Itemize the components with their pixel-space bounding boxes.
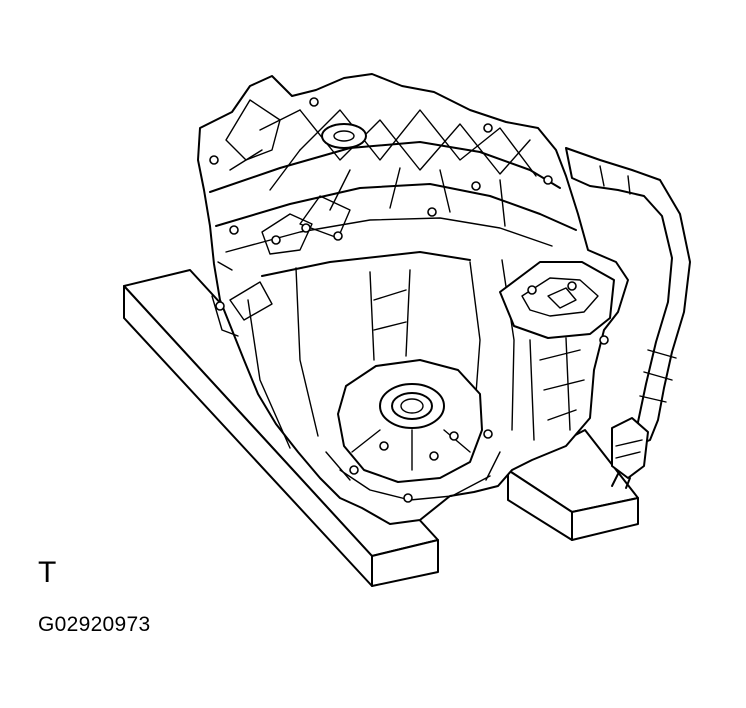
housing-bolts: [209, 97, 609, 503]
transaxle-housing: [197, 73, 629, 525]
figure-id-label: G02920973: [38, 613, 151, 636]
right-wooden-block: [507, 429, 639, 541]
harness-connector: [611, 417, 649, 489]
view-code-label: T: [38, 556, 57, 589]
